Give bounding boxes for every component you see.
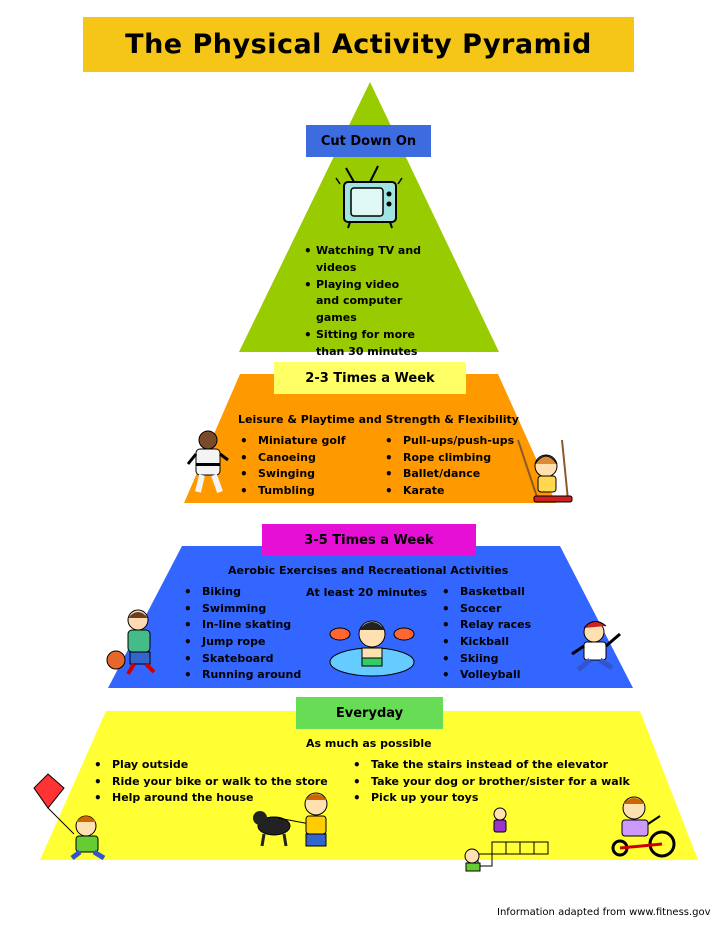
list-item: Tumbling (238, 483, 346, 500)
three-five-label: 3-5 Times a Week (262, 524, 476, 556)
two-three-subtitle: Leisure & Playtime and Strength & Flexib… (238, 413, 519, 426)
everyday-right-list: Take the stairs instead of the elevator … (351, 757, 630, 807)
list-item: Basketball (440, 584, 531, 601)
list-item: Relay races (440, 617, 531, 634)
list-item: Take the stairs instead of the elevator (351, 757, 630, 774)
cut-down-label: Cut Down On (306, 125, 431, 157)
cut-down-item: Sitting for more than 30 minutes (304, 327, 426, 361)
list-item: Volleyball (440, 667, 531, 684)
list-item: Running around (182, 667, 301, 684)
three-five-subtitle: Aerobic Exercises and Recreational Activ… (228, 564, 509, 577)
list-item: Ride your bike or walk to the store (92, 774, 328, 791)
everyday-left-list: Play outside Ride your bike or walk to t… (92, 757, 328, 807)
jumping-boy-icon (571, 621, 621, 672)
two-three-label-text: 2-3 Times a Week (305, 370, 435, 386)
list-item: Canoeing (238, 450, 346, 467)
television-icon (335, 165, 403, 229)
cut-down-list: Watching TV and videosPlaying video and … (304, 243, 432, 361)
basketball-boy-icon (106, 609, 156, 676)
three-five-note: At least 20 minutes (306, 586, 428, 599)
list-item: Soccer (440, 601, 531, 618)
list-item: Rope climbing (383, 450, 514, 467)
three-five-left-list: Biking Swimming In-line skating Jump rop… (182, 584, 301, 684)
list-item: Help around the house (92, 790, 328, 807)
list-item: Ballet/dance (383, 466, 514, 483)
list-item: Swimming (182, 601, 301, 618)
list-item: Pull-ups/push-ups (383, 433, 514, 450)
list-item: Karate (383, 483, 514, 500)
karate-kid-icon (186, 430, 229, 493)
list-item: Take your dog or brother/sister for a wa… (351, 774, 630, 791)
swimming-boy-icon (329, 620, 415, 677)
two-three-left-list: Miniature golf Canoeing Swinging Tumblin… (238, 433, 346, 500)
page-title: The Physical Activity Pyramid (125, 29, 592, 60)
three-five-label-text: 3-5 Times a Week (304, 532, 434, 548)
title-banner: The Physical Activity Pyramid (83, 17, 634, 72)
list-item: Skateboard (182, 651, 301, 668)
swinging-girl-icon (517, 439, 573, 503)
list-item: Skiing (440, 651, 531, 668)
three-five-right-list: Basketball Soccer Relay races Kickball S… (440, 584, 531, 684)
list-item: In-line skating (182, 617, 301, 634)
two-three-right-list: Pull-ups/push-ups Rope climbing Ballet/d… (383, 433, 514, 500)
cut-down-item: Playing video and computer games (304, 277, 426, 327)
source-footer: Information adapted from www.fitness.gov (497, 907, 711, 918)
everyday-label: Everyday (296, 697, 443, 729)
list-item: Pick up your toys (351, 790, 630, 807)
list-item: Miniature golf (238, 433, 346, 450)
everyday-subtitle: As much as possible (306, 737, 432, 750)
list-item: Biking (182, 584, 301, 601)
cut-down-label-text: Cut Down On (320, 133, 417, 149)
list-item: Kickball (440, 634, 531, 651)
tricycle-boy-icon (611, 796, 676, 858)
two-three-label: 2-3 Times a Week (274, 362, 466, 394)
list-item: Play outside (92, 757, 328, 774)
list-item: Swinging (238, 466, 346, 483)
list-item: Jump rope (182, 634, 301, 651)
everyday-label-text: Everyday (335, 705, 404, 721)
hopscotch-icon (464, 807, 549, 872)
kite-boy-icon (33, 773, 106, 861)
cut-down-item: Watching TV and videos (304, 243, 426, 277)
